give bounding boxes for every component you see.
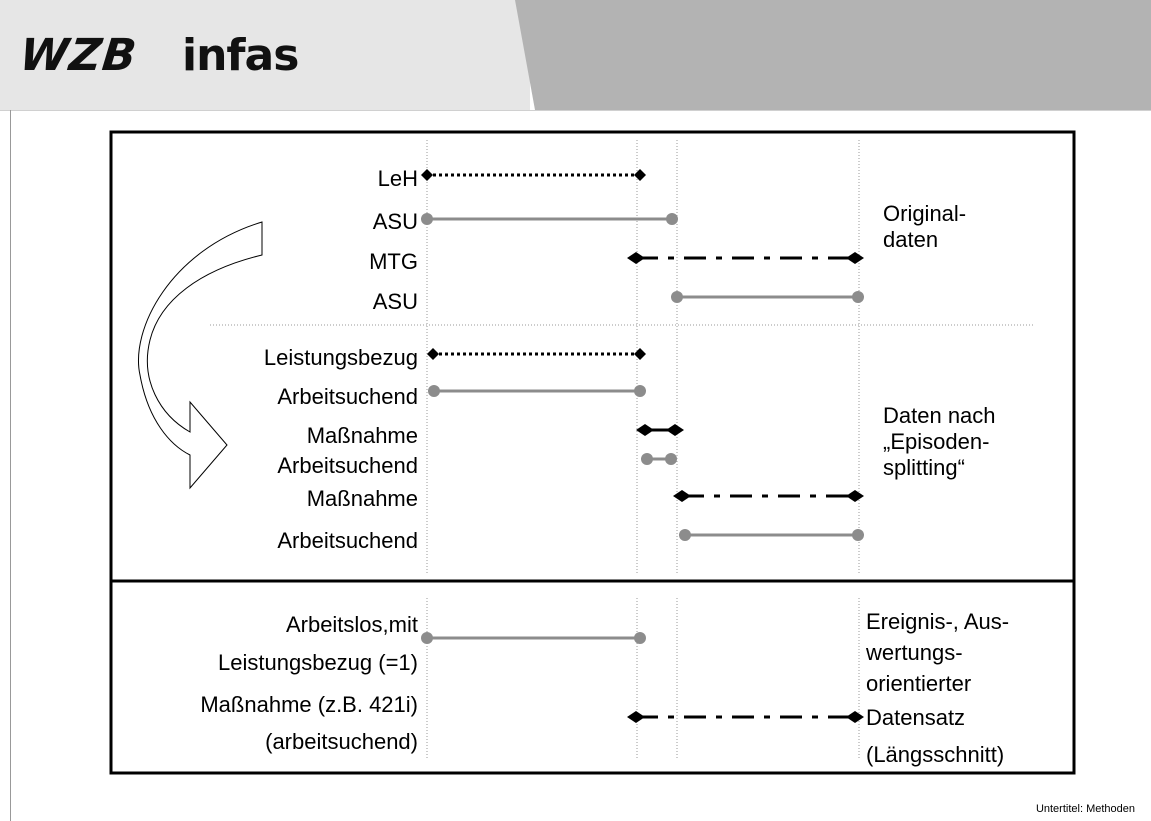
caption-bottom-1: Ereignis-, Aus-	[866, 609, 1009, 634]
infas-logo: infas	[182, 30, 299, 81]
label-arbeitsuchend-paren: (arbeitsuchend)	[265, 729, 418, 754]
label-massnahme-2: Maßnahme	[307, 486, 418, 511]
header-band	[0, 0, 530, 110]
label-arbeitsuchend-2: Arbeitsuchend	[277, 453, 418, 478]
caption-bottom-4: Datensatz	[866, 705, 965, 730]
label-leistungsbezug: Leistungsbezug	[264, 345, 418, 370]
footer-subtitle: Untertitel: Methoden	[1035, 803, 1135, 815]
caption-mid-2: „Episoden-	[883, 429, 989, 454]
label-arbeitslos: Arbeitslos,mit	[286, 612, 418, 637]
left-rule	[10, 110, 11, 821]
label-leistungsbezug-1: Leistungsbezug (=1)	[218, 650, 418, 675]
header-shape	[0, 0, 1151, 111]
caption-bottom-5: (Längsschnitt)	[866, 742, 1004, 767]
label-arbeitsuchend-1: Arbeitsuchend	[277, 384, 418, 409]
label-massnahme-421i: Maßnahme (z.B. 421i)	[200, 692, 418, 717]
caption-bottom-2: wertungs-	[865, 640, 963, 665]
caption-mid-1: Daten nach	[883, 403, 996, 428]
time-guides	[426, 140, 860, 760]
label-asu-2: ASU	[373, 289, 418, 314]
caption-top-2: daten	[883, 227, 938, 252]
upper-frame	[109, 130, 1076, 583]
label-asu-1: ASU	[373, 209, 418, 234]
label-massnahme-1: Maßnahme	[307, 423, 418, 448]
caption-bottom-3: orientierter	[866, 671, 971, 696]
caption-mid-3: splitting“	[883, 455, 965, 480]
lower-frame	[109, 579, 1076, 775]
curved-arrow-icon	[138, 221, 263, 490]
caption-top-1: Original-	[883, 201, 966, 226]
label-mtg: MTG	[369, 249, 418, 274]
label-arbeitsuchend-3: Arbeitsuchend	[277, 528, 418, 553]
label-leh: LeH	[378, 166, 418, 191]
